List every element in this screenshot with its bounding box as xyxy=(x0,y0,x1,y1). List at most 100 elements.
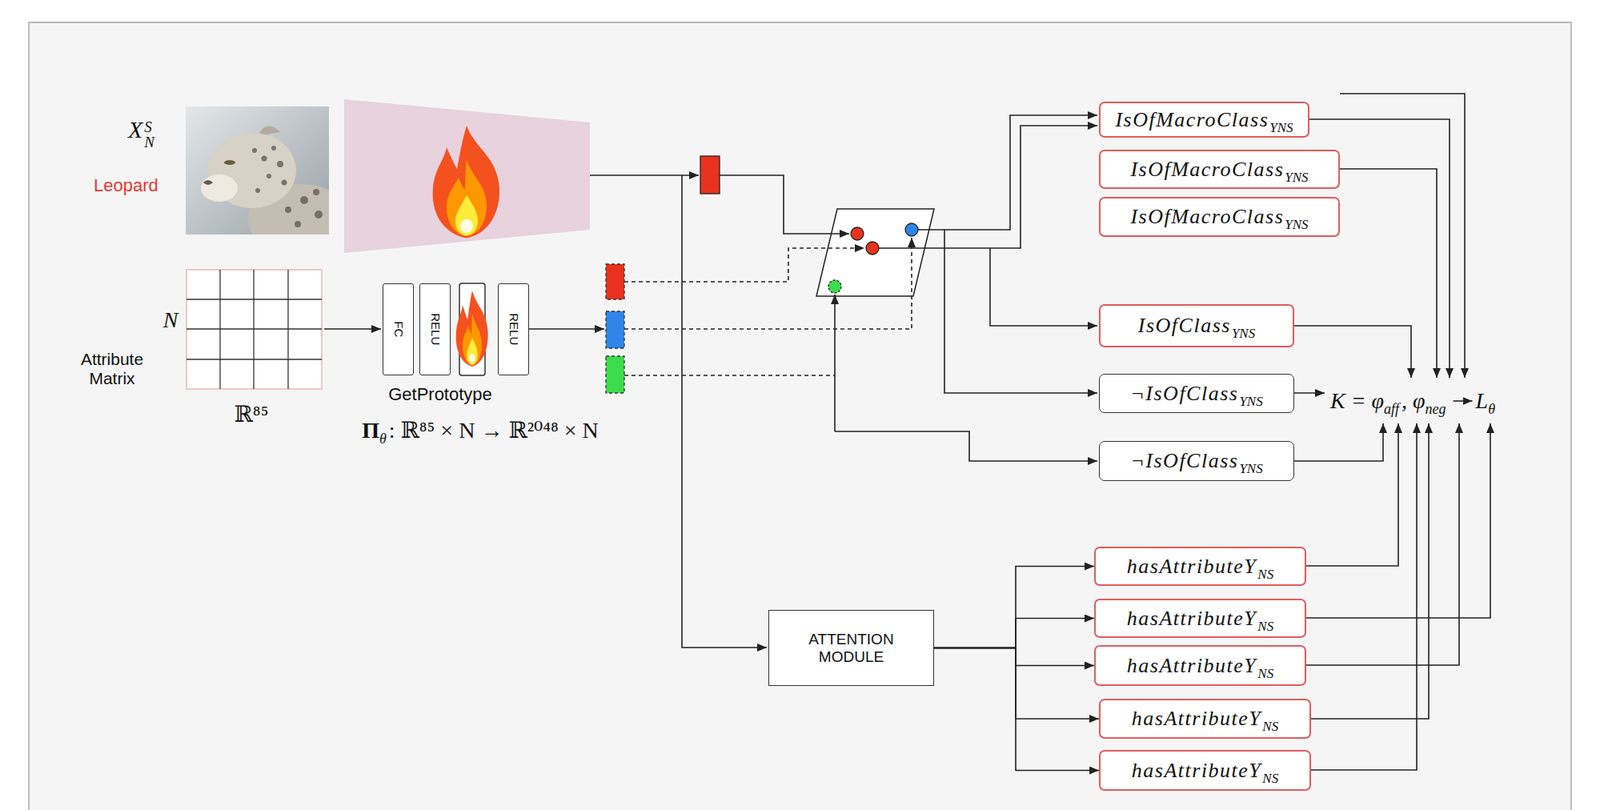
text-wrap: hasAttributeYNS xyxy=(1126,554,1274,579)
wire xyxy=(324,328,381,330)
subscript: YNS xyxy=(1269,120,1293,136)
leopard-nose xyxy=(203,180,213,185)
wire xyxy=(1294,392,1325,394)
text-wrap: hasAttributeYNS xyxy=(1126,606,1274,631)
wire xyxy=(719,175,850,234)
node-label: FC xyxy=(392,321,406,338)
flame-icon xyxy=(456,290,489,367)
wire xyxy=(878,125,1098,249)
wire xyxy=(1306,423,1460,666)
node-label: hasAttributeY xyxy=(1126,606,1258,630)
predicate-box: IsOfMacroClassYNS xyxy=(1098,196,1340,237)
leopard-eye xyxy=(224,160,236,165)
wire xyxy=(834,294,836,432)
label: Π xyxy=(361,417,380,443)
text-wrap: IsOfMacroClassYNS xyxy=(1130,204,1308,229)
embedding-dot xyxy=(866,241,879,255)
text-wrap: ¬IsOfClassYNS xyxy=(1130,381,1263,406)
feature-vector xyxy=(700,156,720,194)
predicate-box: hasAttributeYNS xyxy=(1094,598,1307,638)
predicate-box: hasAttributeYNS xyxy=(1098,749,1312,791)
node-label: ATTENTION MODULE xyxy=(808,630,894,666)
label-group: Lθ xyxy=(1475,388,1498,414)
label: Attribute Matrix xyxy=(60,349,165,389)
text-wrap: FC xyxy=(391,321,406,338)
predicate-box: IsOfMacroClassYNS xyxy=(1098,149,1340,189)
connector xyxy=(934,648,1099,771)
node-label: IsOfMacroClass xyxy=(1114,108,1269,132)
label: neg xyxy=(1425,401,1447,418)
wire xyxy=(1306,423,1491,618)
layer-box: RELU xyxy=(419,283,451,376)
wire xyxy=(1311,423,1417,770)
label: θ xyxy=(379,430,387,447)
layer-box: FC xyxy=(382,283,414,376)
wire xyxy=(1294,423,1384,462)
text-wrap: hasAttributeYNS xyxy=(1126,653,1274,678)
wire xyxy=(1453,400,1473,402)
encoder xyxy=(344,99,590,253)
predicate-box: hasAttributeYNS xyxy=(1094,645,1307,686)
flame-icon xyxy=(433,125,500,238)
wire xyxy=(681,175,767,648)
connector xyxy=(934,618,1095,649)
module-box: ATTENTION MODULE xyxy=(768,609,935,686)
node-label: hasAttributeY xyxy=(1126,554,1258,578)
node-label: RELU xyxy=(507,312,522,345)
text-wrap: RELU xyxy=(428,312,442,345)
predicate-box: hasAttributeYNS xyxy=(1098,698,1312,739)
label: aff xyxy=(1383,401,1400,418)
prototype-vector xyxy=(605,264,625,300)
subscript: YNS xyxy=(1231,325,1256,341)
embedding-dot xyxy=(828,280,842,293)
label: L xyxy=(1475,388,1489,414)
wire xyxy=(1306,423,1399,566)
label: Leopard xyxy=(93,175,159,196)
label: : ℝ⁸⁵ × N → ℝ²⁰⁴⁸ × N xyxy=(388,417,599,443)
wire xyxy=(918,115,1098,230)
label-group: Attribute Matrix xyxy=(60,349,165,389)
node-label: hasAttributeY xyxy=(1131,706,1263,730)
text-wrap: ATTENTION MODULE xyxy=(799,630,904,666)
connector xyxy=(934,648,1095,666)
wire xyxy=(944,229,1098,393)
wire xyxy=(834,431,1098,462)
label-group: GetPrototype xyxy=(388,384,493,405)
script-stack: SN xyxy=(144,119,155,150)
subscript: NS xyxy=(1257,566,1274,582)
wire xyxy=(1339,93,1465,378)
leopard-spots xyxy=(252,145,323,228)
embedding-dot xyxy=(905,223,919,237)
label: S xyxy=(144,119,155,135)
text-wrap: ¬IsOfClassYNS xyxy=(1130,449,1263,474)
prototype-vector xyxy=(605,356,625,393)
predicate-box: IsOfMacroClassYNS xyxy=(1098,101,1310,138)
node-label: hasAttributeY xyxy=(1131,758,1263,782)
dashed-wire xyxy=(624,374,835,377)
label: θ xyxy=(1487,401,1496,418)
node-label: ¬IsOfClass xyxy=(1130,449,1239,473)
wire xyxy=(1294,325,1412,378)
embedding-space xyxy=(816,208,935,297)
node-label: IsOfClass xyxy=(1138,313,1232,337)
dashed-wire xyxy=(624,248,865,282)
label: ℝ⁸⁵ xyxy=(234,401,269,427)
predicate-box: IsOfClassYNS xyxy=(1098,304,1295,348)
label: K = φ xyxy=(1330,388,1384,414)
text-wrap: IsOfMacroClassYNS xyxy=(1114,108,1293,133)
attribute-matrix xyxy=(186,269,322,389)
negation-box: ¬IsOfClassYNS xyxy=(1098,441,1295,482)
leopard-photo xyxy=(185,106,329,235)
label: GetPrototype xyxy=(388,384,493,405)
wire xyxy=(990,248,1098,326)
prototype-vector xyxy=(605,311,625,349)
node-label: RELU xyxy=(429,312,443,345)
wire xyxy=(1339,168,1437,378)
label: N xyxy=(163,307,179,333)
connector xyxy=(934,566,1095,649)
text-wrap: RELU xyxy=(506,312,521,345)
node-label: IsOfMacroClass xyxy=(1130,157,1284,181)
subscript: NS xyxy=(1262,770,1279,786)
subscript: YNS xyxy=(1284,216,1308,233)
